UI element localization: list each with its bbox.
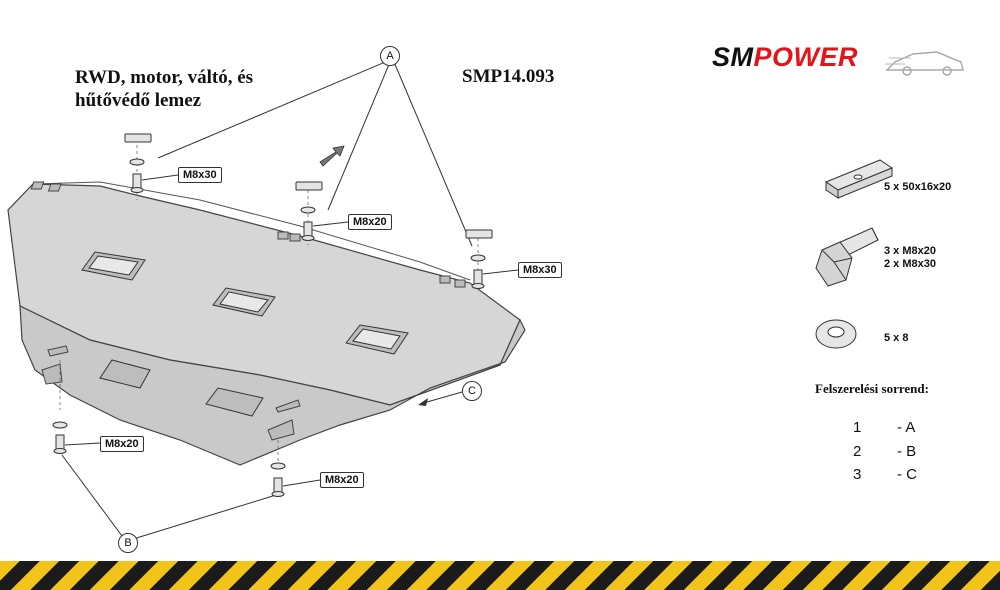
spacer-plate-icon <box>824 159 894 199</box>
hardware-washer-count: 5 x 8 <box>884 332 909 344</box>
order-row-number: 3 <box>853 466 862 483</box>
bolt-assembly-bottom-right <box>270 462 286 497</box>
washer-icon <box>815 319 857 349</box>
bolt-label-bottom-right: M8x20 <box>320 472 364 488</box>
bolt-label-bottom-left: M8x20 <box>100 436 144 452</box>
hardware-plate-count: 5 x 50x16x20 <box>884 181 952 193</box>
order-row-step: - B <box>897 443 917 460</box>
skid-plate-front <box>19 305 526 466</box>
bolt-assembly-bottom-left <box>52 421 68 454</box>
hazard-stripe-border <box>0 561 1000 590</box>
order-row-3: 3 - C <box>853 466 917 483</box>
logo-sm: SM <box>712 42 754 72</box>
callout-a-lines <box>157 59 473 247</box>
order-row-step: - C <box>897 466 917 483</box>
order-row-step: - A <box>897 419 916 436</box>
callout-b-lines <box>61 454 277 541</box>
bolt-label-top-middle: M8x20 <box>348 214 392 230</box>
order-row-number: 2 <box>853 443 862 460</box>
hardware-bolt-m8x20-count: 3 x M8x20 <box>884 245 936 257</box>
order-row-number: 1 <box>853 419 862 436</box>
vent-slots <box>81 251 409 417</box>
callout-b: B <box>118 533 138 553</box>
installation-order-title: Felszerelési sorrend: <box>815 381 929 396</box>
bolt-assembly-top-right <box>465 229 493 289</box>
callout-a: A <box>380 46 400 66</box>
direction-arrow-icon <box>319 145 345 167</box>
logo-power: POWER <box>753 42 859 72</box>
hex-bolt-icon <box>815 227 879 287</box>
bolt-assembly-top-left <box>124 133 152 193</box>
callout-c: C <box>462 381 482 401</box>
smpower-logo: SMPOWER <box>712 42 858 73</box>
title-line-1: RWD, motor, váltó, és <box>75 67 254 88</box>
car-silhouette-icon <box>885 51 964 76</box>
bolt-label-top-right: M8x30 <box>518 262 562 278</box>
hardware-bolt-m8x30-count: 2 x M8x30 <box>884 258 936 270</box>
product-code: SMP14.093 <box>462 66 555 87</box>
diagram-title: RWD, motor, váltó, és hűtővédő lemez <box>75 66 315 112</box>
order-row-1: 1 - A <box>853 419 915 436</box>
bolt-label-top-left: M8x30 <box>178 167 222 183</box>
order-row-2: 2 - B <box>853 443 916 460</box>
title-line-2: hűtővédő lemez <box>75 90 202 111</box>
bolt-assembly-top-middle <box>295 181 323 241</box>
